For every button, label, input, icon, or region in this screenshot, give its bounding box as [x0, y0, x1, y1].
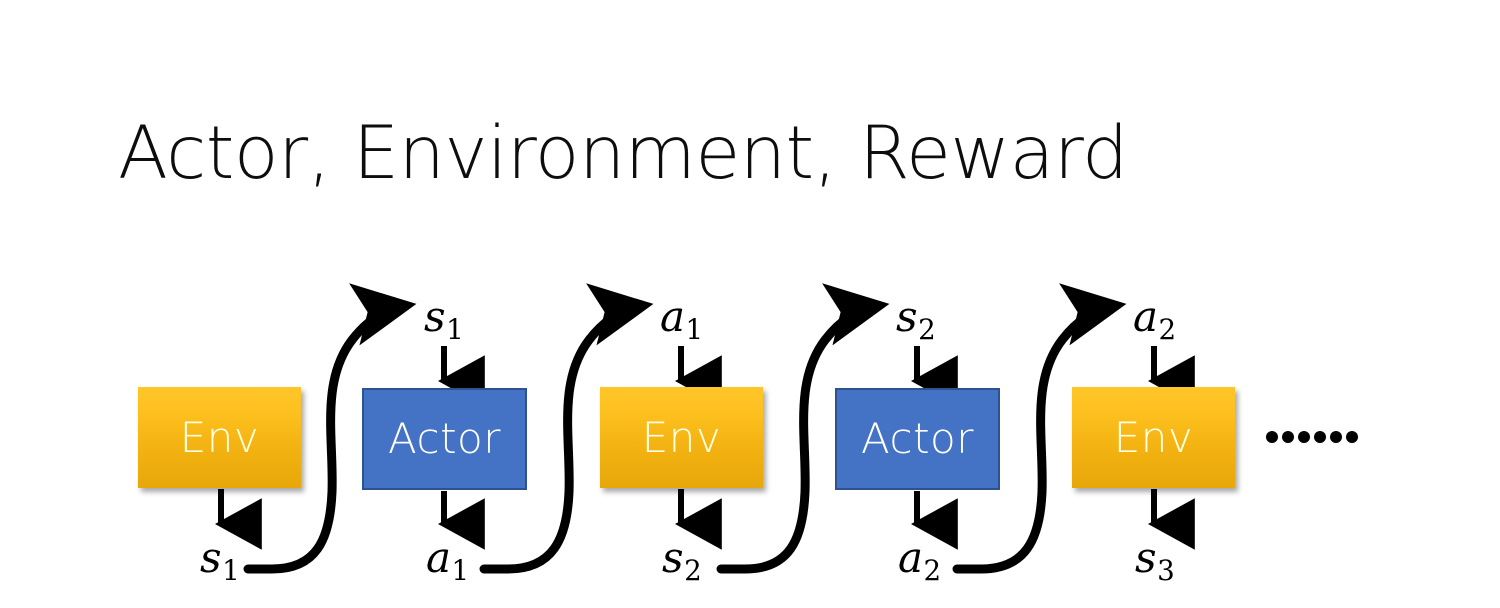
symbol-subscript: 2	[1158, 312, 1177, 346]
ellipsis-dot	[1330, 431, 1342, 443]
action-label-a1-bottom: a1	[426, 537, 470, 587]
state-label-s2-top: s2	[896, 296, 936, 346]
symbol-subscript: 1	[446, 312, 464, 346]
node-label: Actor	[387, 414, 502, 463]
state-label-s2-bottom: s2	[662, 537, 702, 587]
ellipsis-dot	[1314, 431, 1326, 443]
state-label-s1-top: s1	[424, 296, 464, 346]
node-box-env-3[interactable]: Env	[1072, 387, 1235, 488]
symbol-subscript: 1	[451, 553, 470, 587]
node-label: Env	[641, 412, 722, 462]
arrows-out-of-boxes	[215, 489, 1195, 550]
symbol-subscript: 2	[918, 312, 936, 346]
ellipsis-dot	[1282, 431, 1294, 443]
symbol-subscript: 1	[685, 312, 704, 346]
action-label-a1-top: a1	[660, 296, 704, 346]
node-label: Env	[1113, 412, 1194, 462]
ellipsis-dot	[1346, 431, 1358, 443]
node-label: Actor	[860, 414, 975, 463]
continuation-ellipsis-icon	[1266, 431, 1358, 443]
symbol-base: s	[424, 292, 446, 341]
symbol-base: s	[1135, 533, 1157, 582]
node-box-actor-2[interactable]: Actor	[835, 388, 1000, 490]
action-label-a2-bottom: a2	[898, 537, 942, 587]
node-box-env-1[interactable]: Env	[138, 387, 301, 488]
symbol-base: s	[896, 292, 918, 341]
action-label-a2-top: a2	[1133, 296, 1177, 346]
symbol-base: a	[660, 292, 686, 341]
state-label-s3-bottom: s3	[1135, 537, 1175, 587]
arrows-into-boxes	[438, 346, 1195, 407]
state-label-s1-bottom: s1	[200, 537, 240, 587]
node-box-env-2[interactable]: Env	[600, 387, 763, 488]
symbol-base: a	[898, 533, 924, 582]
symbol-subscript: 2	[684, 553, 702, 587]
node-label: Env	[179, 412, 260, 462]
node-box-actor-1[interactable]: Actor	[362, 388, 527, 490]
symbol-subscript: 3	[1157, 553, 1175, 587]
symbol-base: a	[426, 533, 452, 582]
symbol-subscript: 1	[222, 553, 240, 587]
symbol-base: s	[200, 533, 222, 582]
page-title: Actor, Environment, Reward	[118, 111, 1128, 196]
symbol-base: s	[662, 533, 684, 582]
symbol-subscript: 2	[923, 553, 942, 587]
ellipsis-dot	[1298, 431, 1310, 443]
symbol-base: a	[1133, 292, 1159, 341]
ellipsis-dot	[1266, 431, 1278, 443]
